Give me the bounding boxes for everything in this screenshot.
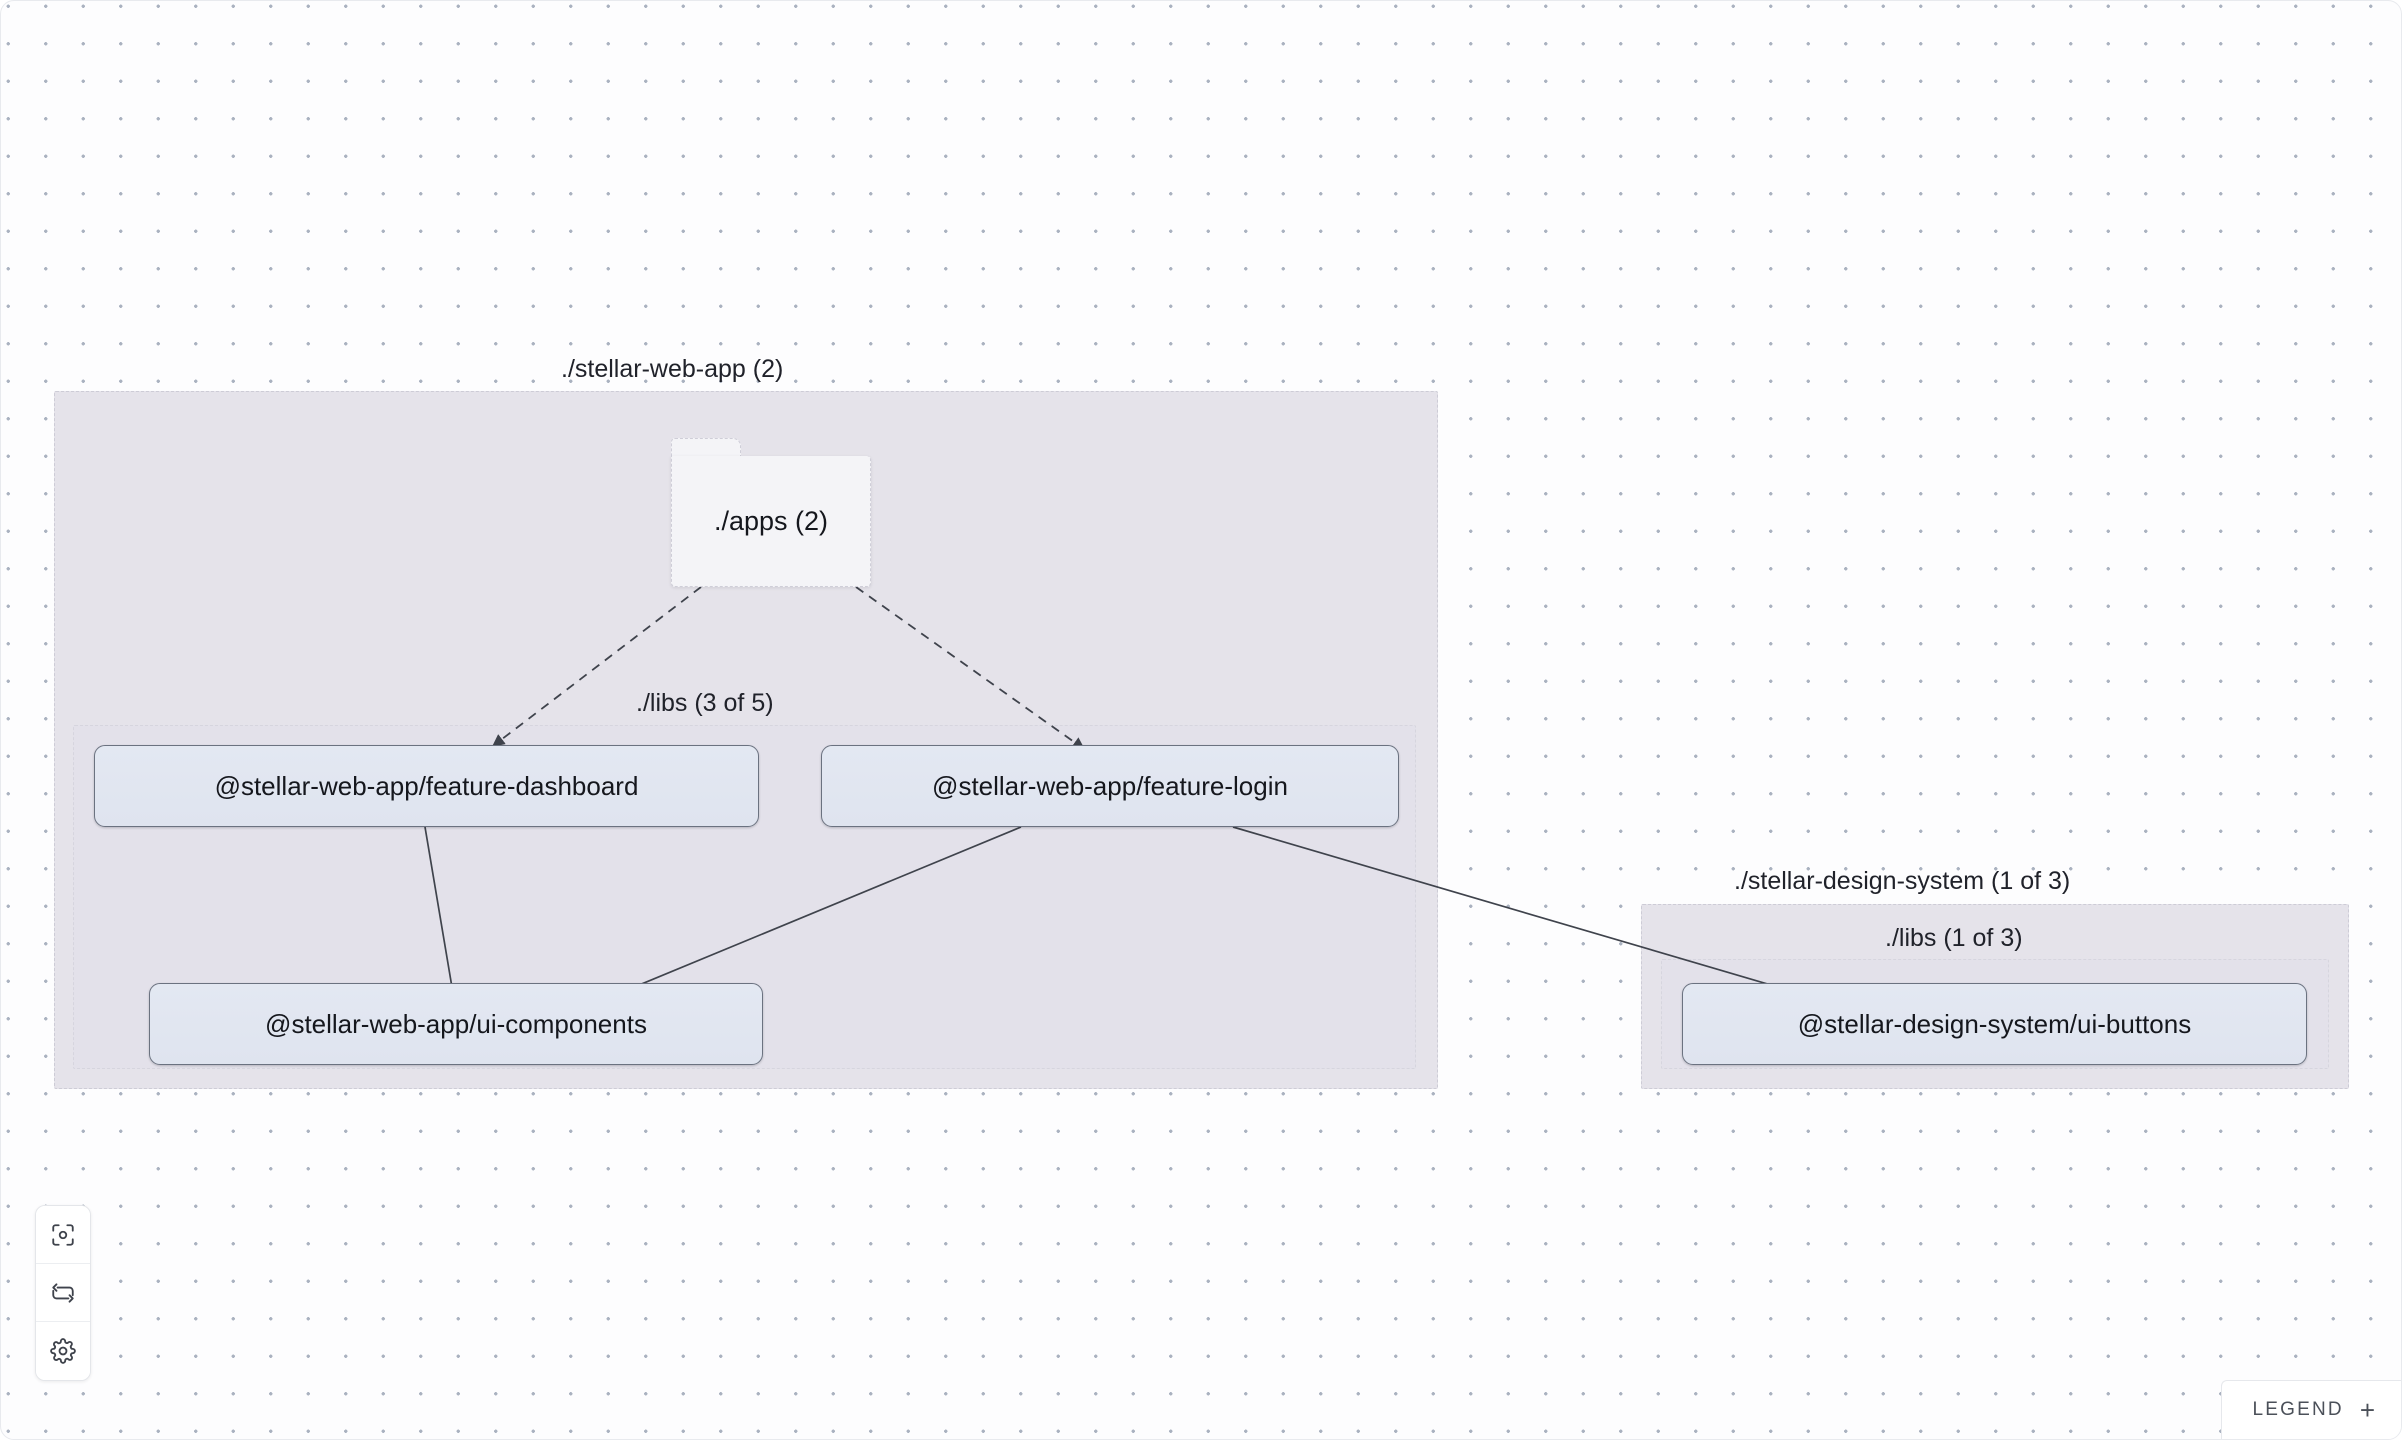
canvas-toolbar[interactable] — [35, 1205, 91, 1381]
refresh-button[interactable] — [36, 1264, 90, 1322]
plus-icon: + — [2359, 1395, 2375, 1425]
group-label-stellar-design-system: ./stellar-design-system (1 of 3) — [1734, 867, 2071, 895]
settings-button[interactable] — [36, 1322, 90, 1380]
legend-label: LEGEND — [2252, 1399, 2344, 1420]
node-feature-login[interactable]: @stellar-web-app/feature-login — [821, 745, 1399, 827]
node-feature-dashboard[interactable]: @stellar-web-app/feature-dashboard — [94, 745, 759, 827]
refresh-icon — [50, 1280, 76, 1306]
group-label-web-app-libs: ./libs (3 of 5) — [636, 689, 774, 717]
legend-toggle[interactable]: LEGEND + — [2221, 1380, 2401, 1439]
node-ui-buttons[interactable]: @stellar-design-system/ui-buttons — [1682, 983, 2307, 1065]
folder-tab-icon — [671, 438, 741, 458]
node-apps-folder[interactable]: ./apps (2) — [671, 456, 871, 587]
focus-target-icon — [50, 1222, 76, 1248]
gear-icon — [50, 1338, 76, 1364]
node-ui-components[interactable]: @stellar-web-app/ui-components — [149, 983, 763, 1065]
group-label-design-system-libs: ./libs (1 of 3) — [1885, 924, 2023, 952]
focus-graph-button[interactable] — [36, 1206, 90, 1264]
group-label-stellar-web-app: ./stellar-web-app (2) — [561, 355, 784, 383]
